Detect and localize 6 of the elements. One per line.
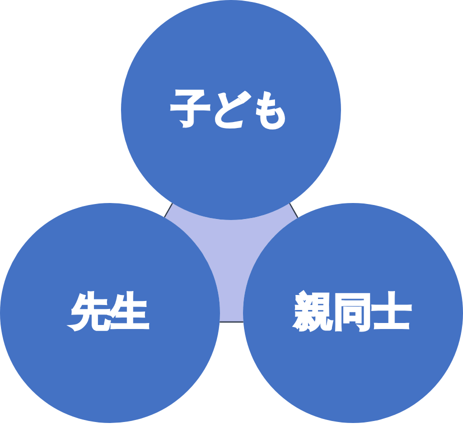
node-label: 子ども [172,88,290,132]
connector-line [289,202,298,218]
node-label: 先生 [71,292,149,334]
node-label: 親同士 [294,292,412,334]
connector-line [220,321,244,323]
connector-line [164,202,173,218]
